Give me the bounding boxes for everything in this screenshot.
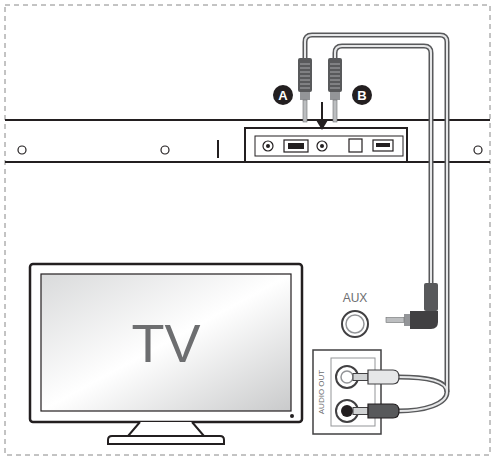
tv-screen: TV (41, 274, 291, 411)
node-text: TV (131, 316, 200, 370)
port-label: AUX (343, 292, 368, 304)
node-text: A (278, 89, 287, 102)
callout-letter: B (352, 85, 372, 105)
callout-letter: A (273, 85, 293, 105)
port-label: AUDIO OUT (318, 370, 326, 414)
node-text: B (357, 89, 366, 102)
